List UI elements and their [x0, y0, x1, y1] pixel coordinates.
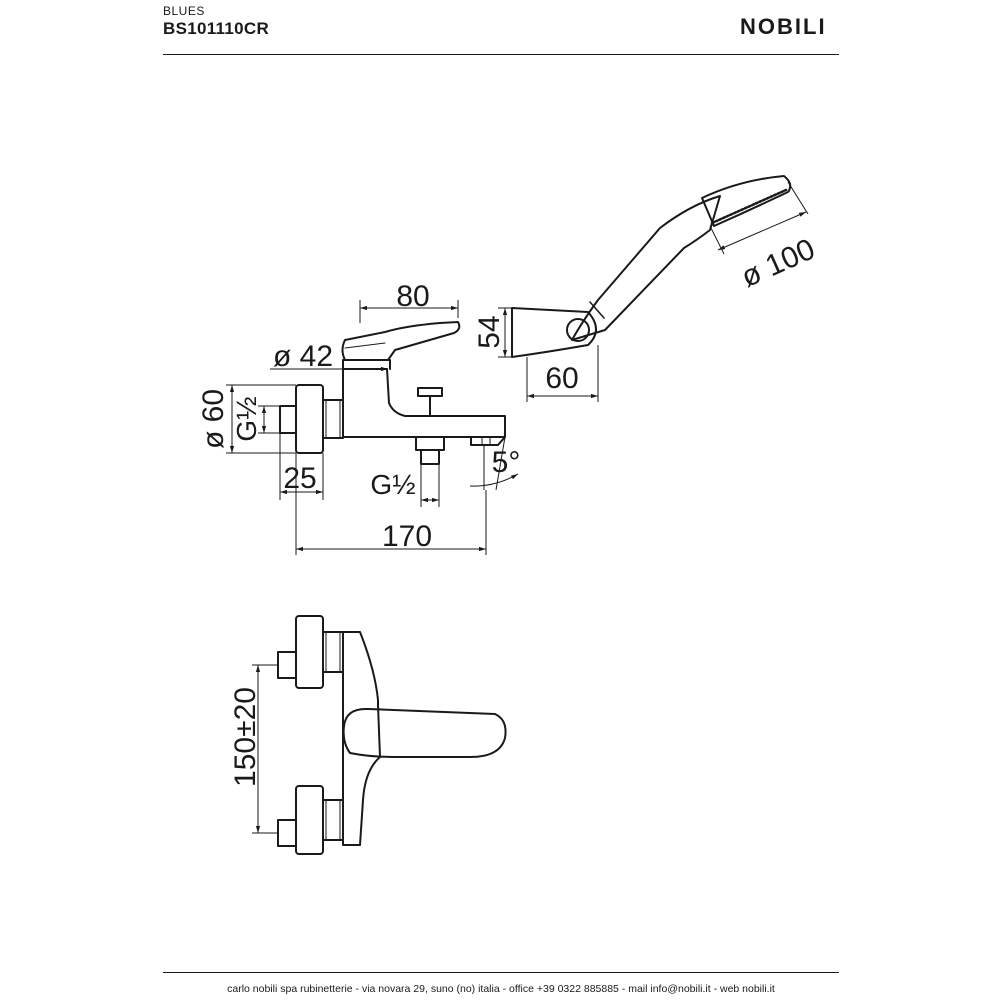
bottom-flange	[295, 785, 324, 855]
dim-body-diameter: ø 42	[273, 340, 333, 373]
dim-holder-depth: 60	[545, 362, 578, 395]
dim-shower-head-diameter: ø 100	[736, 233, 820, 294]
diverter-knob	[417, 387, 443, 397]
shower-dimensions	[498, 181, 809, 402]
dim-inlet-thread: G½	[231, 396, 262, 441]
side-view	[279, 321, 506, 465]
dim-inlet-depth: 25	[283, 462, 316, 495]
dim-overall-depth: 170	[382, 520, 432, 553]
dim-spout-angle: 5°	[492, 446, 521, 479]
header-divider	[163, 54, 839, 55]
side-dimensions	[226, 300, 519, 555]
mixer-body	[342, 368, 506, 438]
front-lever	[342, 707, 507, 758]
lever	[341, 321, 461, 361]
brand-logo: NOBILI	[740, 14, 827, 39]
company-footer: carlo nobili spa rubinetterie - via nova…	[227, 983, 775, 995]
product-series: BLUES	[163, 4, 205, 18]
front-view	[277, 615, 507, 855]
dim-holder-height: 54	[473, 315, 506, 348]
shower-holder	[511, 307, 597, 358]
dim-handle-length: 80	[396, 280, 429, 313]
shower-outlet	[415, 436, 445, 451]
top-inlet-stub	[277, 651, 297, 679]
inlet-stub	[279, 405, 297, 434]
spout-tip	[470, 436, 506, 446]
dim-centres: 150±20	[229, 687, 262, 787]
bottom-inlet-stub	[277, 819, 297, 847]
product-code: BS101110CR	[163, 19, 270, 38]
dim-flange-diameter: ø 60	[197, 389, 230, 449]
dim-outlet-thread: G½	[370, 469, 415, 500]
front-dimensions	[252, 664, 278, 834]
wall-flange	[295, 384, 324, 454]
top-flange	[295, 615, 324, 689]
footer-divider	[163, 972, 839, 973]
shower-head	[701, 175, 792, 227]
shower-handle	[571, 195, 721, 341]
front-body	[342, 631, 381, 846]
